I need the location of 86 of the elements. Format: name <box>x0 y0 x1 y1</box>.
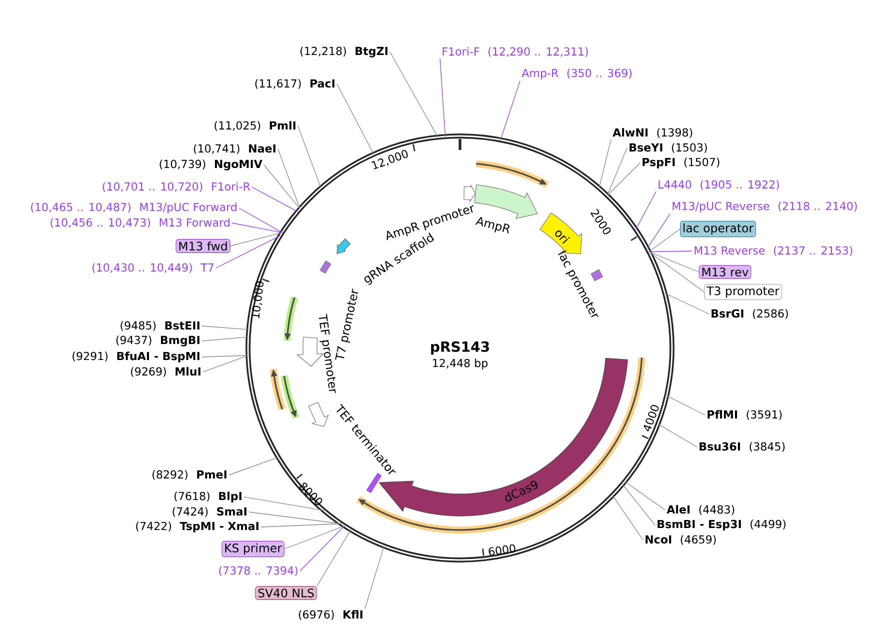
leader-line <box>500 80 520 140</box>
leader-line <box>300 525 345 572</box>
primer-label: F1ori-F (12,290 .. 12,311) <box>442 47 588 57</box>
restriction-site-label: Bsu36I (3845) <box>700 442 785 452</box>
leader-line <box>316 529 352 586</box>
restriction-site-label: (9437) BmgBI <box>116 336 200 346</box>
leader-line <box>648 228 680 252</box>
leader-line <box>646 214 670 249</box>
primer-label: M13 Reverse (2137 .. 2153) <box>694 246 852 256</box>
leader-line <box>624 481 666 510</box>
plasmid-name: pRS143 <box>431 341 489 355</box>
leader-line <box>202 355 248 358</box>
leader-line <box>658 424 698 448</box>
feature-label: AmpR <box>475 217 510 234</box>
feature-tag: KS primer <box>222 540 284 558</box>
feature-tag: T3 promoter <box>704 284 782 300</box>
leader-line <box>202 326 250 330</box>
leader-line <box>364 546 384 609</box>
leader-line <box>648 251 700 272</box>
plasmid-size: 12,448 bp <box>433 358 488 370</box>
leader-line <box>635 191 656 230</box>
leader-line <box>664 292 710 314</box>
restriction-site-label: BsrGI (2586) <box>712 309 788 319</box>
restriction-site-label: (7424) SmaI <box>172 507 246 517</box>
leader-line <box>648 250 692 252</box>
restriction-site-label: PspFI (1507) <box>642 158 720 168</box>
leader-line <box>232 222 283 233</box>
restriction-site-label: AlwNI (1398) <box>612 128 692 138</box>
leader-line <box>248 512 342 524</box>
restriction-site-label: (12,218) BtgZI <box>300 46 388 58</box>
leader-line <box>606 148 628 196</box>
restriction-site-label: (11,025) PmlI <box>214 121 296 131</box>
restriction-site-label: (9485) BstEII <box>120 321 200 331</box>
primer-label: Amp-R (350 .. 369) <box>522 68 632 80</box>
leader-line <box>264 164 300 210</box>
restriction-site-label: BsmBI - Esp3I (4499) <box>658 520 786 530</box>
restriction-site-label: (10,739) NgoMIV <box>160 160 262 170</box>
leader-line <box>648 251 705 292</box>
primer-label: (10,430 .. 10,449) T7 <box>92 263 214 273</box>
primer-label: (10,465 .. 10,487) M13/pUC Forward <box>31 202 236 214</box>
leader-line <box>278 148 300 210</box>
leader-line <box>202 336 249 342</box>
restriction-site-label: AleI (4483) <box>666 505 734 515</box>
restriction-site-label: (9269) MluI <box>131 367 200 377</box>
leader-line <box>230 232 283 246</box>
feature-label: T7 promoter <box>335 288 358 360</box>
leader-line <box>228 456 279 476</box>
restriction-site-label: (6976) KflI <box>298 610 362 620</box>
restriction-site-label: (7422) TspMI - XmaI <box>136 522 258 532</box>
restriction-site-label: PflMI (3591) <box>708 410 782 420</box>
restriction-site-label: (10,741) NaeI <box>194 144 276 154</box>
leader-line <box>666 395 706 416</box>
leader-line <box>612 494 644 540</box>
primer-label: L4440 (1905 .. 1922) <box>658 180 779 190</box>
scale-label: 6000 <box>488 544 516 556</box>
leader-line <box>390 52 438 138</box>
primer-label: (10,456 .. 10,473) M13 Forward <box>50 218 230 228</box>
leader-line <box>202 355 248 372</box>
primer-label: (10,701 .. 10,720) F1ori-R <box>102 182 250 192</box>
restriction-site-label: NcoI (4659) <box>646 535 716 545</box>
leader-line <box>260 523 342 528</box>
leader-line <box>598 139 612 188</box>
scale-label: 4000 <box>644 405 659 432</box>
scale-label: 10,000 <box>251 281 264 318</box>
leader-line <box>244 496 324 511</box>
leader-line <box>238 208 283 233</box>
leader-line <box>284 525 345 550</box>
leader-line <box>336 84 374 155</box>
primer-label: (7378 .. 7394) <box>219 566 298 576</box>
leader-line <box>606 162 640 196</box>
feature-label: TEF promoter <box>318 314 336 394</box>
primer-label: M13/pUC Reverse (2118 .. 2140) <box>672 202 857 212</box>
leader-line <box>298 126 322 188</box>
restriction-site-label: BseYI (1503) <box>630 143 707 153</box>
feature-tag: SV40 NLS <box>255 586 317 600</box>
leader-line <box>252 186 298 212</box>
leader-line <box>440 58 446 137</box>
leader-line <box>622 484 656 526</box>
restriction-site-label: (11,617) PacI <box>255 79 334 89</box>
feature-tag: M13 fwd <box>176 239 230 253</box>
feature-tag: M13 rev <box>698 265 752 279</box>
leader-line <box>216 235 281 268</box>
restriction-site-label: (8292) PmeI <box>152 470 226 480</box>
restriction-site-label: (7618) BlpI <box>174 492 242 502</box>
feature-tag: lac operator <box>680 220 756 238</box>
restriction-site-label: (9291) BfuAI - BspMI <box>72 352 200 362</box>
